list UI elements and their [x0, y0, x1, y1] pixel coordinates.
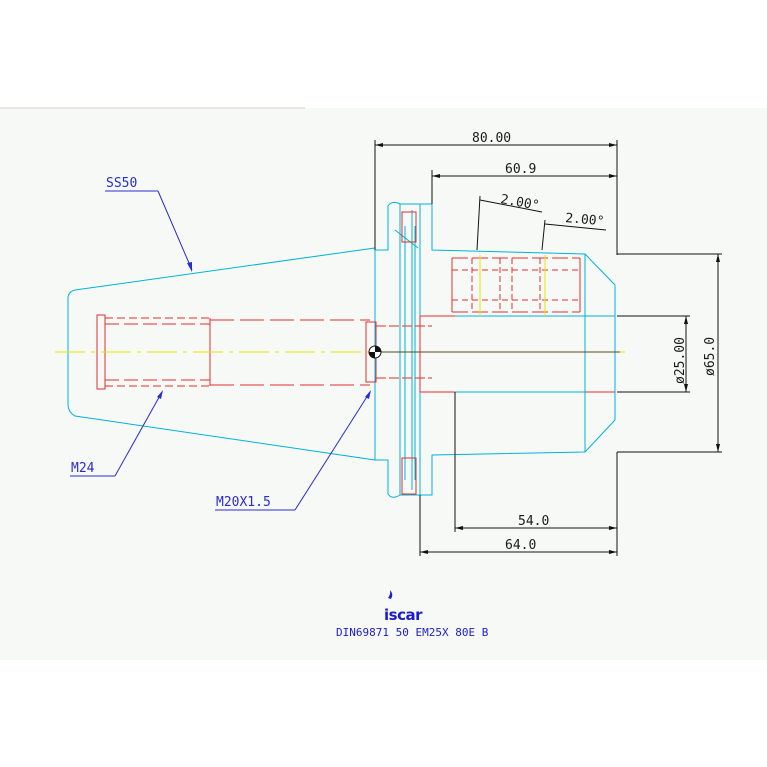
dim-angle-2: 2.00° — [565, 211, 605, 229]
dim-angle-1: 2.00° — [499, 192, 540, 214]
dim-length-64: 64.0 — [505, 538, 536, 553]
dimension-arrows — [375, 143, 720, 554]
dim-flange-to-end: 60.9 — [505, 162, 536, 177]
leader-arrows — [157, 262, 371, 399]
iscar-logo: iscar — [384, 606, 423, 624]
dim-overall-length: 80.00 — [472, 131, 511, 146]
sheet-background — [0, 108, 767, 660]
drawing-caption: DIN69871 50 EM25X 80E B — [336, 626, 489, 639]
dim-bore-diameter: ø25.00 — [673, 337, 688, 384]
dimension-lines — [374, 140, 722, 556]
callout-rear-thread: M24 — [71, 461, 95, 476]
dim-outer-diameter: ø65.0 — [703, 337, 718, 376]
callout-taper: SS50 — [106, 176, 137, 191]
leader-lines — [70, 190, 371, 511]
callout-inner-thread: M20X1.5 — [216, 495, 271, 510]
dim-length-54: 54.0 — [518, 514, 549, 529]
center-mark-fill — [369, 346, 381, 358]
logo-flame-icon — [388, 590, 393, 599]
